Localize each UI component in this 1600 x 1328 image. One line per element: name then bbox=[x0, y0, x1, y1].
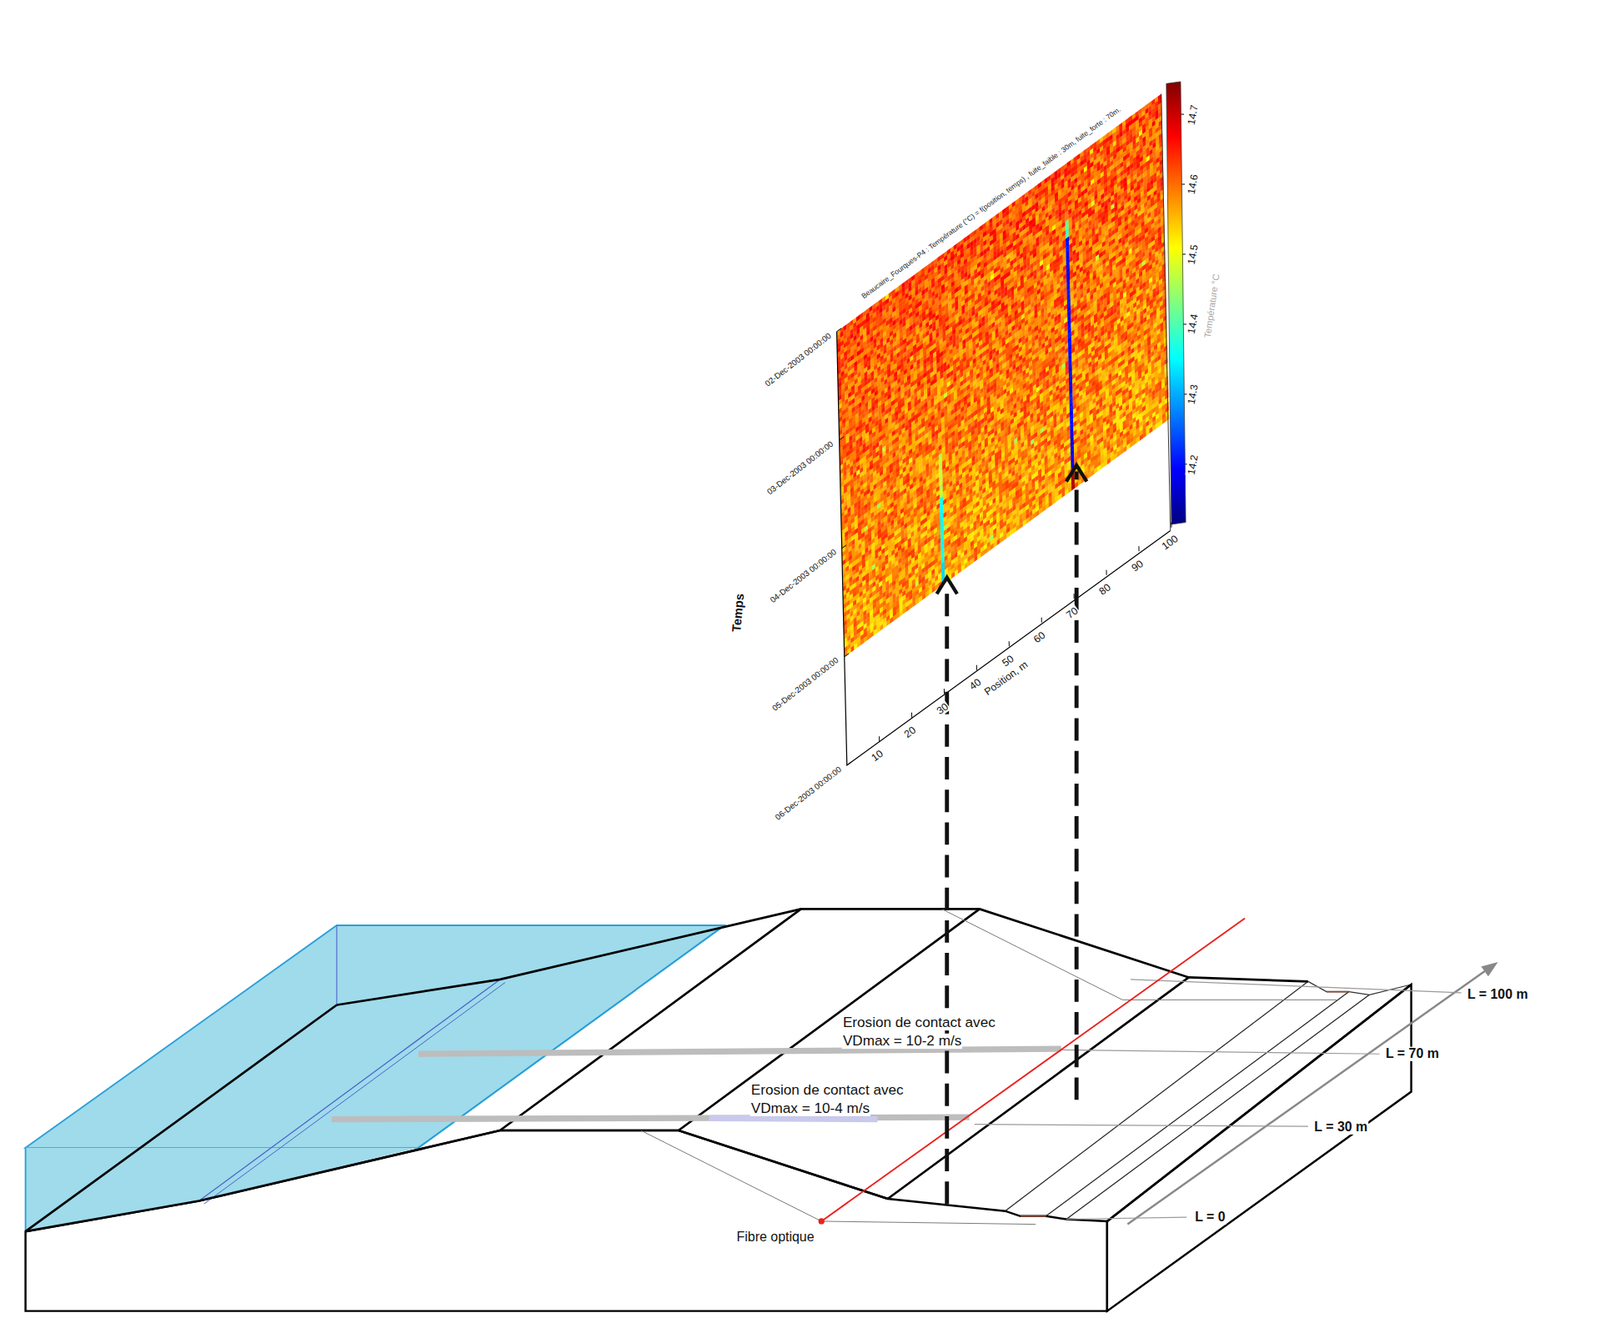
optical-fibre bbox=[818, 1218, 825, 1224]
erosion-pipe bbox=[709, 1118, 878, 1119]
back-profile bbox=[1308, 981, 1412, 995]
side-face bbox=[1107, 984, 1412, 1312]
dike-block bbox=[25, 908, 1412, 1311]
edge-line bbox=[887, 977, 1189, 1199]
heatmap-grid bbox=[837, 93, 1170, 658]
length-axis bbox=[1480, 962, 1498, 977]
length-axis bbox=[1127, 971, 1485, 1225]
water-surface bbox=[25, 925, 725, 1149]
heatmap bbox=[837, 93, 1170, 658]
hidden-line bbox=[942, 908, 1338, 1000]
